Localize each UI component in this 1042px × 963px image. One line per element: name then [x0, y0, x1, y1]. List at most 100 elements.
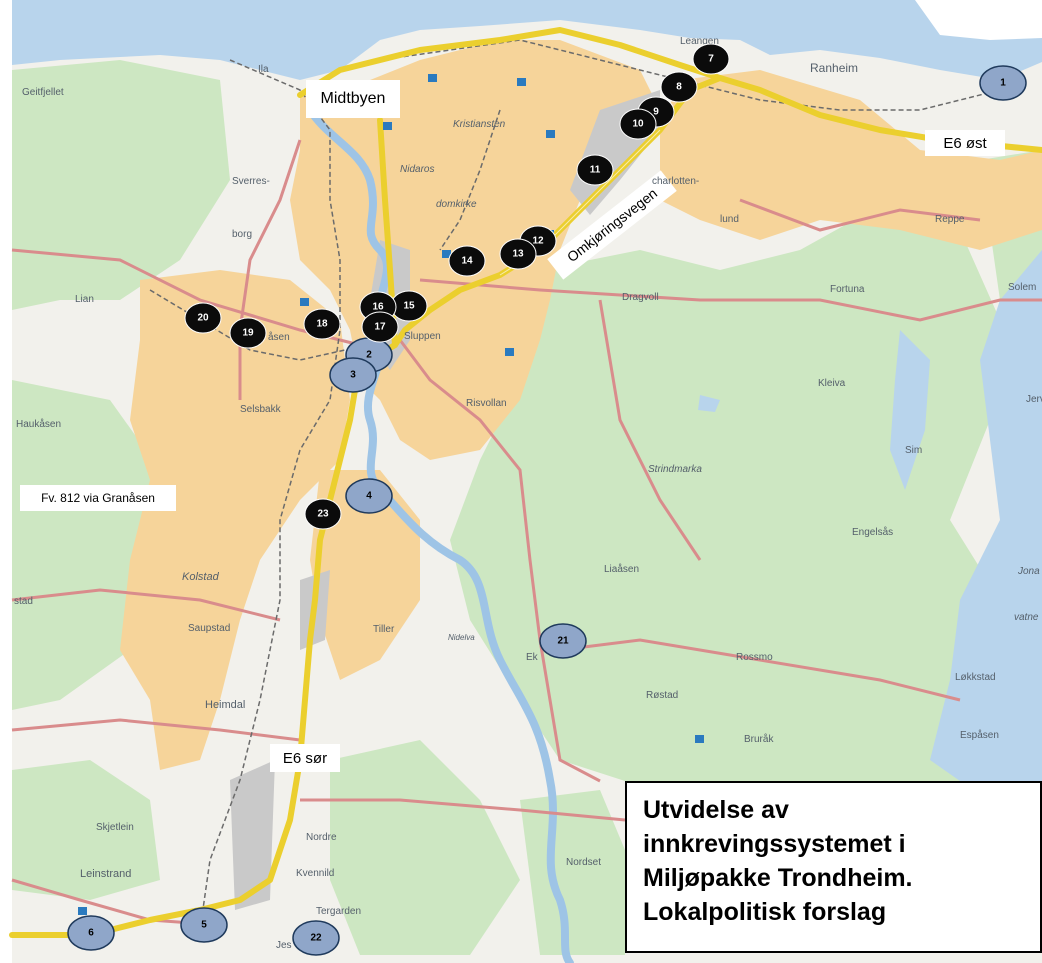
toll-marker-label: 13	[512, 249, 524, 260]
toll-marker-17: 17	[361, 311, 399, 343]
toll-marker-22: 22	[292, 920, 340, 956]
place-kristiansten: Kristiansten	[453, 119, 506, 130]
place-kolstad: Kolstad	[182, 571, 220, 583]
place-tergarden: Tergarden	[316, 906, 361, 917]
toll-marker-shape	[180, 907, 228, 943]
place-sim: Sim	[905, 445, 922, 456]
toll-marker-shape	[67, 915, 115, 951]
title-line-4: Lokalpolitisk forslag	[643, 898, 887, 926]
toll-marker-shape	[499, 238, 537, 270]
place-ila: Ila	[258, 64, 269, 75]
toll-marker-label: 3	[350, 370, 356, 381]
place-jerv: Jerv	[1026, 394, 1042, 405]
fv812-label: Fv. 812 via Granåsen	[20, 485, 176, 511]
toll-marker-3: 3	[329, 357, 377, 393]
place-borg: borg	[232, 229, 252, 240]
place-vatn: vatne	[1014, 612, 1039, 623]
toll-marker-label: 14	[461, 256, 473, 267]
place-jes: Jes	[276, 940, 292, 951]
place-ranheim: Ranheim	[810, 61, 858, 75]
toll-marker-label: 22	[310, 933, 322, 944]
toll-marker-7: 7	[692, 43, 730, 75]
place-burak: Bruråk	[744, 733, 774, 745]
place-strindmarka: Strindmarka	[648, 464, 702, 475]
toll-marker-label: 18	[316, 319, 328, 330]
toll-marker-label: 12	[532, 236, 544, 247]
place-charlotten: charlotten-	[652, 176, 699, 187]
e6-south-label: E6 sør	[270, 744, 340, 772]
toll-marker-shape	[619, 108, 657, 140]
place-geitfjellet: Geitfjellet	[22, 87, 64, 98]
place-reppe: Reppe	[935, 214, 965, 225]
place-lian: Lian	[75, 294, 94, 305]
toll-marker-label: 2	[366, 350, 372, 361]
toll-marker-shape	[692, 43, 730, 75]
place-saupstad: Saupstad	[188, 623, 230, 634]
toll-marker-label: 7	[708, 54, 714, 65]
place-nordset: Nordset	[566, 857, 601, 868]
place-selsbakk: Selsbakk	[240, 404, 282, 415]
place-nordre: Nordre	[306, 832, 337, 843]
toll-marker-label: 21	[557, 636, 569, 647]
title-line-1: Utvidelse av	[643, 796, 789, 824]
toll-marker-shape	[303, 308, 341, 340]
place-heimdal: Heimdal	[205, 699, 245, 711]
title-line-3: Miljøpakke Trondheim.	[643, 864, 913, 892]
midtbyen-label: Midtbyen	[306, 80, 400, 118]
toll-marker-label: 19	[242, 328, 254, 339]
toll-marker-11: 11	[576, 154, 614, 186]
toll-marker-shape	[345, 478, 393, 514]
toll-marker-10: 10	[619, 108, 657, 140]
toll-marker-shape	[576, 154, 614, 186]
toll-marker-13: 13	[499, 238, 537, 270]
toll-marker-14: 14	[448, 245, 486, 277]
toll-marker-label: 16	[372, 302, 384, 313]
toll-marker-6: 6	[67, 915, 115, 951]
place-lokkstad: Løkkstad	[955, 672, 996, 683]
place-asen: åsen	[268, 331, 290, 343]
place-rossmo: Rossmo	[736, 652, 773, 663]
toll-marker-4: 4	[345, 478, 393, 514]
title-line-2: innkrevingssystemet i	[643, 830, 906, 858]
toll-marker-shape	[329, 357, 377, 393]
place-solem: Solem	[1008, 282, 1036, 293]
e6-east-label: E6 øst	[925, 130, 1005, 156]
toll-marker-shape	[361, 311, 399, 343]
place-lund: lund	[720, 214, 739, 225]
toll-marker-shape	[229, 317, 267, 349]
toll-marker-shape	[539, 623, 587, 659]
toll-marker-5: 5	[180, 907, 228, 943]
toll-marker-20: 20	[184, 302, 222, 334]
place-haukasen: Haukåsen	[16, 418, 61, 430]
water-areas	[12, 0, 1042, 781]
map-margin	[0, 0, 12, 963]
toll-marker-label: 4	[366, 491, 372, 502]
place-engelsas: Engelsås	[852, 526, 893, 538]
map-blank-area	[915, 0, 1042, 40]
toll-marker-1: 1	[979, 65, 1027, 101]
place-leangen: Leangen	[680, 36, 719, 47]
title-box: Utvidelse av innkrevingssystemet i Miljø…	[625, 781, 1042, 953]
toll-marker-label: 15	[403, 301, 415, 312]
place-fortuna: Fortuna	[830, 284, 865, 295]
toll-marker-label: 9	[653, 107, 659, 118]
toll-marker-label: 20	[197, 313, 209, 324]
toll-marker-shape	[184, 302, 222, 334]
toll-marker-shape	[979, 65, 1027, 101]
place-sverres: Sverres-	[232, 176, 270, 187]
place-nidaros: Nidaros	[400, 164, 434, 175]
toll-marker-23: 23	[304, 498, 342, 530]
toll-marker-label: 11	[590, 165, 601, 176]
place-kleiva: Kleiva	[818, 378, 846, 389]
place-liaasen: Liaåsen	[604, 563, 639, 575]
place-tiller: Tiller	[373, 624, 395, 635]
place-ek: Ek	[526, 652, 539, 663]
place-sluppen: Sluppen	[404, 331, 441, 342]
place-leinstrand: Leinstrand	[80, 868, 131, 880]
place-skjetlein: Skjetlein	[96, 822, 134, 833]
toll-marker-label: 10	[632, 119, 644, 130]
toll-marker-19: 19	[229, 317, 267, 349]
toll-marker-label: 8	[676, 82, 682, 93]
